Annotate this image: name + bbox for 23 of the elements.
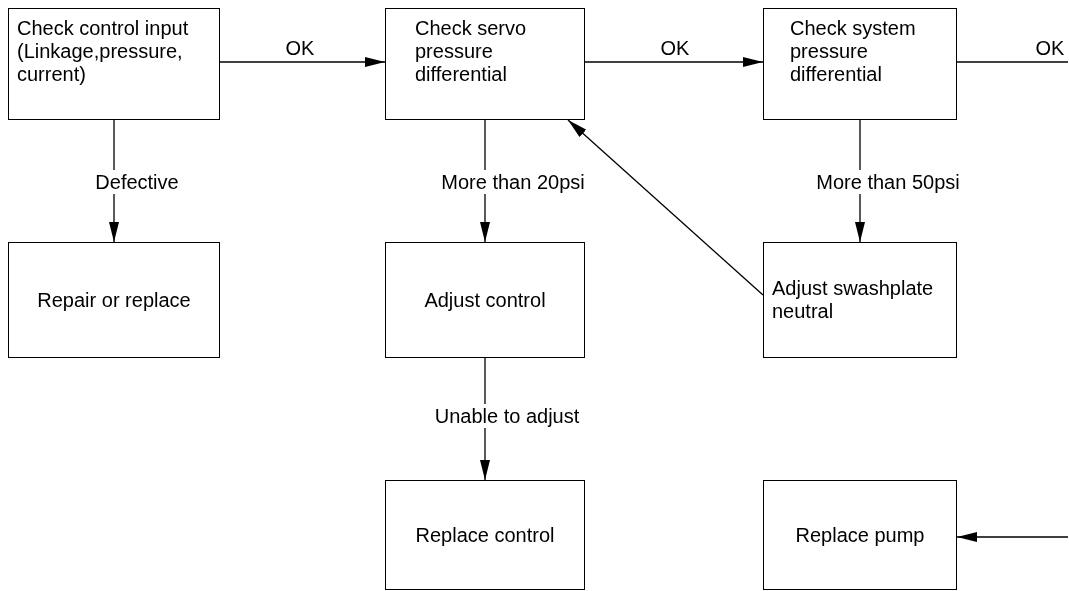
process-box [8, 242, 220, 358]
process-box [8, 8, 220, 120]
process-box [763, 242, 957, 358]
process-box [763, 480, 957, 590]
box-text: Replace control [415, 523, 555, 547]
edge-label: OK [659, 36, 691, 60]
edge-label: OK [284, 36, 316, 60]
process-box [385, 8, 585, 120]
process-box [763, 8, 957, 120]
arrow [219, 57, 386, 67]
arrow [584, 57, 764, 67]
process-box [385, 242, 585, 358]
box-text: Repair or replace [37, 288, 191, 312]
edge-label: OK [1034, 36, 1066, 60]
box-text: Check system pressure differential [790, 17, 917, 86]
process-box [385, 480, 585, 590]
arrow [567, 119, 764, 296]
box-text: Adjust swashplate neutral [772, 277, 935, 323]
arrow [956, 532, 1069, 542]
box-text: Adjust control [424, 288, 546, 312]
box-text: Check control input (Linkage,pressure, current) [17, 17, 190, 86]
box-text: Check servo pressure differential [415, 17, 528, 86]
box-text: Replace pump [795, 523, 925, 547]
